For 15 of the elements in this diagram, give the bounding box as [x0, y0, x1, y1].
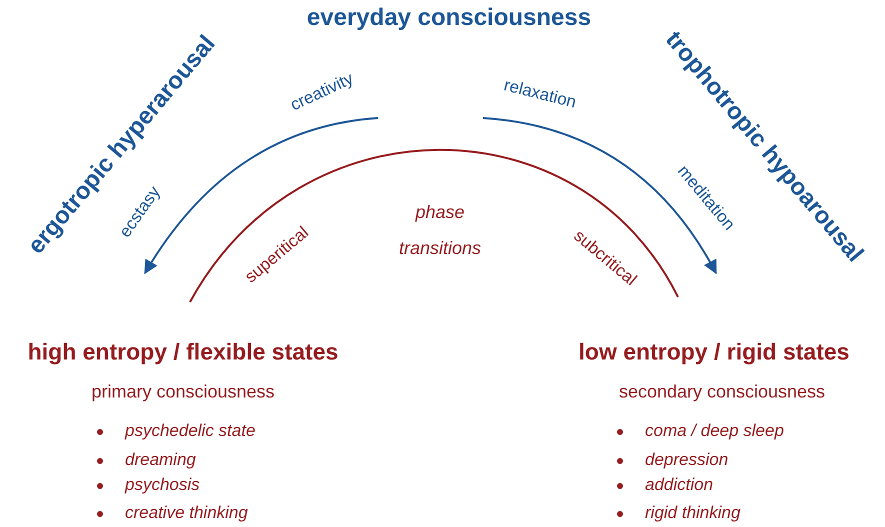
state-heading: high entropy / flexible states [28, 338, 338, 366]
title: everyday consciousness [306, 4, 592, 32]
arrow-caption: relaxation [502, 75, 578, 113]
list-item: psychosis [125, 475, 200, 495]
list-item: addiction [645, 475, 714, 495]
list-item: dreaming [125, 450, 196, 470]
list-item: depression [645, 450, 728, 470]
state-heading: low entropy / rigid states [578, 338, 850, 366]
list-item: coma / deep sleep [645, 421, 784, 441]
state-subheading: primary consciousness [91, 382, 275, 402]
arc-caption: phase transitions [398, 201, 482, 260]
list-item: creative thinking [125, 503, 248, 523]
list-item: psychedelic state [125, 421, 256, 441]
list-item: rigid thinking [645, 503, 740, 523]
state-subheading: secondary consciousness [618, 382, 826, 402]
